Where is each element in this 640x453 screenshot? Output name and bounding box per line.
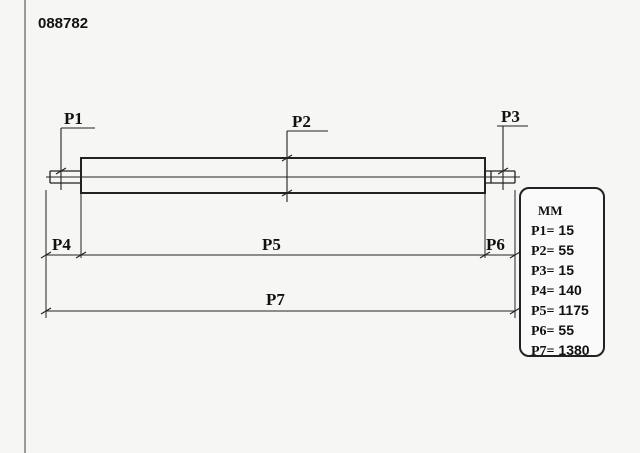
- legend-row-p4: P4= 140: [531, 281, 603, 301]
- legend-value: 1380: [558, 342, 590, 358]
- dimension-line-p7: [40, 307, 521, 315]
- legend-row-p7: P7= 1380: [531, 341, 603, 361]
- legend-unit: MM: [538, 203, 563, 218]
- legend-key: P2=: [531, 244, 555, 259]
- legend-value: 15: [558, 262, 574, 278]
- legend-key: P3=: [531, 264, 555, 279]
- sheet-left-margin-line: [24, 0, 26, 453]
- legend-value: 15: [558, 222, 574, 238]
- legend-key: P1=: [531, 224, 555, 239]
- label-p7: P7: [266, 290, 285, 309]
- legend-row-p6: P6= 55: [531, 321, 603, 341]
- left-shaft-stub: [49, 170, 81, 184]
- legend-value: 55: [558, 242, 574, 258]
- legend-key: P6=: [531, 324, 555, 339]
- roller-tube: [80, 157, 486, 194]
- label-p1: P1: [64, 109, 83, 128]
- dimensions-legend: MM P1= 15 P2= 55 P3= 15 P4= 140 P5= 1175…: [519, 187, 605, 359]
- extension-lines: [45, 190, 516, 318]
- legend-value: 55: [558, 322, 574, 338]
- drawing-id: 088782: [38, 15, 89, 32]
- p1-leader: [55, 127, 95, 190]
- legend-row-p2: P2= 55: [531, 241, 603, 261]
- label-p2: P2: [292, 112, 311, 131]
- legend-key: P4=: [531, 284, 555, 299]
- p3-leader: [497, 125, 528, 190]
- label-p5: P5: [262, 235, 281, 254]
- legend-row-p3: P3= 15: [531, 261, 603, 281]
- legend-row-p1: P1= 15: [531, 221, 603, 241]
- right-shaft-stub: [485, 170, 516, 184]
- label-p3: P3: [501, 107, 520, 126]
- legend-key: P5=: [531, 304, 555, 319]
- p2-leader: [281, 130, 328, 202]
- legend-value: 140: [558, 282, 582, 298]
- dimension-line-p4-p5-p6: [40, 251, 521, 259]
- label-p4: P4: [52, 235, 71, 254]
- legend-key: P7=: [531, 344, 555, 359]
- legend-row-p5: P5= 1175: [531, 301, 603, 321]
- label-p6: P6: [486, 235, 505, 254]
- legend-value: 1175: [558, 302, 589, 318]
